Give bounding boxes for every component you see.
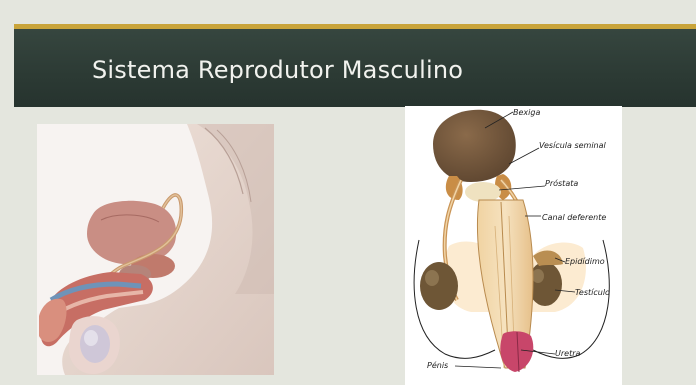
label-vesicula-seminal: Vesícula seminal (539, 141, 607, 150)
sagittal-illustration (37, 124, 274, 375)
anatomy-diagram-drawing: Bexiga Vesícula seminal Próstata Canal d… (405, 106, 622, 385)
top-strip (14, 0, 696, 24)
anatomy-diagram: Bexiga Vesícula seminal Próstata Canal d… (405, 106, 622, 385)
label-bexiga: Bexiga (513, 108, 540, 117)
sagittal-illustration-drawing (37, 124, 274, 375)
label-penis: Pénis (427, 360, 448, 370)
label-canal-deferente: Canal deferente (542, 213, 606, 222)
label-uretra: Uretra (555, 349, 580, 358)
label-prostata: Próstata (545, 178, 578, 188)
label-epididimo: Epidídimo (565, 257, 605, 266)
slide-title: Sistema Reprodutor Masculino (92, 56, 463, 84)
label-testiculo: Testículo (575, 288, 610, 297)
